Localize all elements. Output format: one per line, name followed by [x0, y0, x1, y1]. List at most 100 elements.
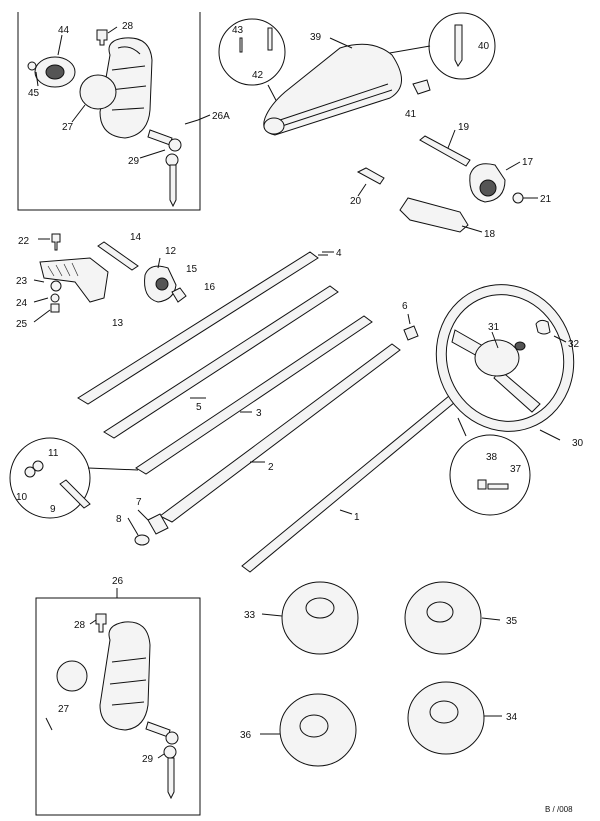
callout-27: 27 [62, 122, 74, 133]
callout-28b: 28 [74, 620, 86, 631]
horn-pad-36 [279, 693, 357, 767]
washer-10 [24, 466, 36, 478]
callout-36: 36 [240, 730, 252, 741]
callout-39: 39 [310, 32, 322, 43]
screw-45 [27, 61, 37, 71]
ignition-lock-26-group: 26 28 27 29 [35, 576, 201, 816]
steering-columns: 4 5 3 2 1 6 7 8 [77, 248, 473, 573]
bolt-37 [487, 483, 509, 490]
clamp-13 [39, 257, 109, 303]
column-5 [103, 285, 339, 439]
callout-17: 17 [522, 157, 534, 168]
callout-15: 15 [186, 264, 198, 275]
bolt-9 [59, 479, 91, 509]
steering-wheel-group: 31 32 30 [435, 284, 584, 449]
horn-pads: 33 35 36 34 [240, 581, 518, 767]
callout-27b: 27 [58, 704, 70, 715]
horn-pad-35 [404, 581, 482, 655]
callout-40: 40 [478, 41, 490, 52]
nut-25 [50, 303, 60, 313]
callout-29: 29 [128, 156, 140, 167]
callout-5: 5 [196, 402, 202, 413]
callout-24: 24 [16, 298, 28, 309]
inset-9-11: 11 10 9 [9, 437, 139, 519]
grommet-8 [134, 534, 150, 546]
nut-21 [512, 192, 524, 204]
bolt-22 [51, 233, 61, 251]
callout-2: 2 [268, 462, 274, 473]
callout-38: 38 [486, 452, 498, 463]
bolt-14 [97, 241, 139, 271]
callout-42: 42 [252, 70, 264, 81]
callout-14: 14 [130, 232, 142, 243]
callout-43: 43 [232, 25, 244, 36]
column-1 [241, 381, 473, 573]
frame-26 [35, 597, 201, 816]
washer-23 [50, 280, 62, 292]
callout-10: 10 [16, 492, 28, 503]
bracket-cluster-17-21: 19 17 20 21 18 [350, 122, 552, 240]
callout-13: 13 [112, 318, 124, 329]
lock-cylinder-27 [79, 74, 117, 110]
column-3 [135, 315, 373, 475]
bracket-18 [399, 197, 469, 233]
callout-32: 32 [568, 339, 580, 350]
callout-8: 8 [116, 514, 122, 525]
callout-25: 25 [16, 319, 28, 330]
key-insert-29 [147, 129, 173, 146]
inset-42-43 [218, 18, 286, 86]
callout-31: 31 [488, 322, 500, 333]
callout-9: 9 [50, 504, 56, 515]
callout-18: 18 [484, 229, 496, 240]
washer-24 [50, 293, 60, 303]
cap-32 [535, 319, 551, 335]
ignition-lock-26a-group: 44 28 45 27 29 26A [17, 12, 230, 211]
callout-1: 1 [354, 512, 360, 523]
callout-33: 33 [244, 610, 256, 621]
lock-body-26 [99, 621, 151, 731]
callout-20: 20 [350, 196, 362, 207]
callout-26a: 26A [212, 111, 230, 122]
column-4 [77, 251, 319, 405]
callout-26: 26 [112, 576, 124, 587]
column-2 [159, 343, 401, 523]
callout-37: 37 [510, 464, 522, 475]
callout-41: 41 [405, 109, 417, 120]
callout-30: 30 [572, 438, 584, 449]
pin-28 [96, 29, 108, 46]
bolt-19 [419, 135, 471, 167]
key-29b [167, 757, 175, 800]
column-cover-group: 43 42 39 40 41 [218, 12, 496, 136]
hub-31 [474, 339, 520, 377]
callout-28: 28 [122, 21, 134, 32]
callout-45: 45 [28, 88, 40, 99]
screw-40 [454, 24, 463, 67]
callout-11: 11 [48, 448, 59, 459]
sleeve-6 [403, 325, 419, 341]
nut-38 [477, 479, 487, 490]
callout-35: 35 [506, 616, 518, 627]
coupling-7 [147, 513, 169, 535]
nut-16 [171, 287, 187, 303]
pin-28b [95, 613, 107, 633]
callout-23: 23 [16, 276, 28, 287]
callout-3: 3 [256, 408, 262, 419]
clip-41 [412, 79, 431, 95]
callout-44: 44 [58, 25, 70, 36]
nut-11 [32, 460, 44, 472]
callout-22: 22 [18, 236, 30, 247]
frame-26a [17, 12, 201, 211]
callout-19: 19 [458, 122, 470, 133]
callout-6: 6 [402, 301, 408, 312]
clamp-cluster-12-25: 22 14 12 15 16 23 24 25 13 [16, 232, 216, 330]
inset-37-38: 38 37 [449, 417, 531, 516]
callout-7: 7 [136, 497, 142, 508]
key-29 [169, 164, 177, 208]
footer-code: B / /008 [545, 805, 573, 814]
horn-pad-34 [407, 681, 485, 755]
callout-16: 16 [204, 282, 216, 293]
callout-34: 34 [506, 712, 518, 723]
lock-cylinder-27b [56, 660, 88, 692]
callout-4: 4 [336, 248, 342, 259]
